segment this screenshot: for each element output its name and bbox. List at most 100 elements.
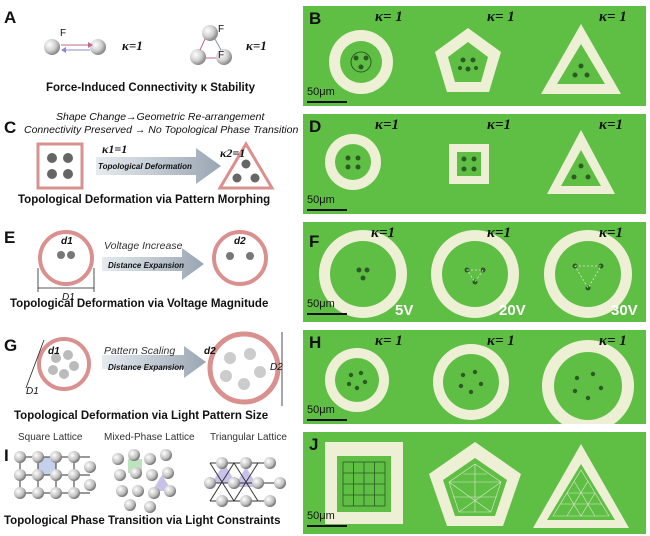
particle-sphere [241,159,251,169]
kappa-label: κ=1 [371,225,395,241]
scale-bar [307,209,347,211]
caption-g: Topological Deformation via Light Patter… [14,410,269,422]
lattice-label: Square Lattice [18,432,83,443]
square-pattern [449,144,489,184]
panel-letter-i: I [4,446,9,465]
triangular-lattice [204,457,286,507]
panel-letter-g: G [4,336,18,355]
diameter-label: D2 [270,362,283,373]
scale-bar [307,525,347,527]
scale-label: 50μm [307,298,335,310]
panel-letter-j: J [309,435,319,454]
ring-pattern [542,340,634,424]
kappa-label: κ=1 [375,117,399,133]
kappa-label: κ= 1 [375,333,403,349]
distance-label: d2 [204,346,216,357]
scale-bar [307,313,347,315]
particle-sphere [250,173,260,183]
panel-letter-d: D [309,117,322,136]
arrow-top-label: Pattern Scaling [104,345,176,357]
arrow-top-label: Voltage Increase [104,240,183,252]
ring-pattern [433,344,509,420]
kappa-label: κ=1 [599,117,623,133]
voltage-label: 20V [499,302,526,319]
caption-i: Topological Phase Transition via Light C… [4,515,281,527]
kappa-label: κ=1 [122,38,143,53]
panel-letter-b: B [309,9,322,28]
particle-sphere [47,153,57,163]
triangle-pattern [541,24,621,94]
scale-bar [307,101,347,103]
kappa-label: κ= 1 [599,333,627,349]
pentagon-pattern [435,28,501,92]
micrograph-panel-f: F κ=1 κ=1 κ=1 5V 20V 30V 50μm [303,222,646,322]
particle-sphere [216,49,232,65]
particle-sphere [44,39,60,55]
panel-letter-f: F [309,232,320,251]
caption-a: Force-Induced Connectivity κ Stability [46,82,255,94]
caption-c: Topological Deformation via Pattern Morp… [18,194,271,206]
scale-label: 50μm [307,404,335,416]
lattice-label: Mixed-Phase Lattice [104,432,195,443]
arrow-label: Topological Deformation [98,162,192,171]
scale-label: 50μm [307,510,335,522]
caption-e: Topological Deformation via Voltage Magn… [10,298,269,310]
distance-label: d1 [61,236,73,247]
micrograph-panel-d: D κ=1 κ=1 κ=1 50μm [303,114,646,214]
ring-light-pattern [207,331,281,405]
micrograph-panel-j: J 50μm [303,432,646,534]
arrow-label: Distance Expansion [108,261,185,270]
particle-sphere [63,153,73,163]
particle-sphere [63,169,73,179]
ring-pattern [431,230,519,318]
square-light-pattern [36,142,84,190]
scale-label: 50μm [307,86,335,98]
particle-sphere [90,39,106,55]
diameter-label: D1 [62,292,75,303]
kappa-label: κ=1 [487,225,511,241]
square-lattice [14,451,96,499]
deformation-arrow [96,148,221,184]
kappa-label: κ2=1 [220,146,246,160]
kappa-label: κ= 1 [599,9,627,25]
lattice-label: Triangular Lattice [210,432,287,443]
panel-letter-e: E [4,228,16,247]
scale-label: 50μm [307,194,335,206]
square-lattice-pattern [325,442,403,524]
micrograph-j-image [325,442,629,528]
force-label: F [60,28,67,39]
force-label: F [218,24,225,35]
kappa-label: κ=1 [246,38,267,53]
kappa-label: κ= 1 [375,9,403,25]
panel-letter-h: H [309,333,322,352]
expansion-arrow [102,248,204,280]
ring-pattern [544,230,632,318]
voltage-label: 5V [395,302,414,319]
expansion-arrow [102,346,206,378]
distance-label: d2 [234,236,246,247]
scale-bar [307,419,347,421]
note-line: Shape Change→Geometric Re-arrangement [56,111,265,123]
ring-light-pattern [38,230,94,286]
arrow-label: Distance Expansion [108,363,185,372]
voltage-label: 30V [611,302,638,319]
ring-pattern [325,348,389,412]
ring-pattern [329,30,393,94]
triangle-pattern [547,130,615,194]
diameter-label: D1 [26,386,39,397]
micrograph-panel-h: H κ= 1 κ= 1 κ= 1 50μm [303,330,646,424]
voltage-illustration [37,230,268,292]
ring-pattern [319,230,407,318]
kappa-label: κ= 1 [487,333,515,349]
distance-label: d1 [48,346,60,357]
pattern-scaling-illustration [25,331,283,406]
micrograph-d-image [325,130,615,194]
pattern-morphing-illustration [36,141,275,190]
mixed-phase-lattice [112,449,176,513]
particle-sphere [190,49,206,65]
lattice-illustrations [14,449,286,513]
kappa-label: κ=1 [487,117,511,133]
ring-light-pattern [37,337,91,391]
kappa-label: κ= 1 [487,9,515,25]
ring-light-pattern [212,230,268,286]
